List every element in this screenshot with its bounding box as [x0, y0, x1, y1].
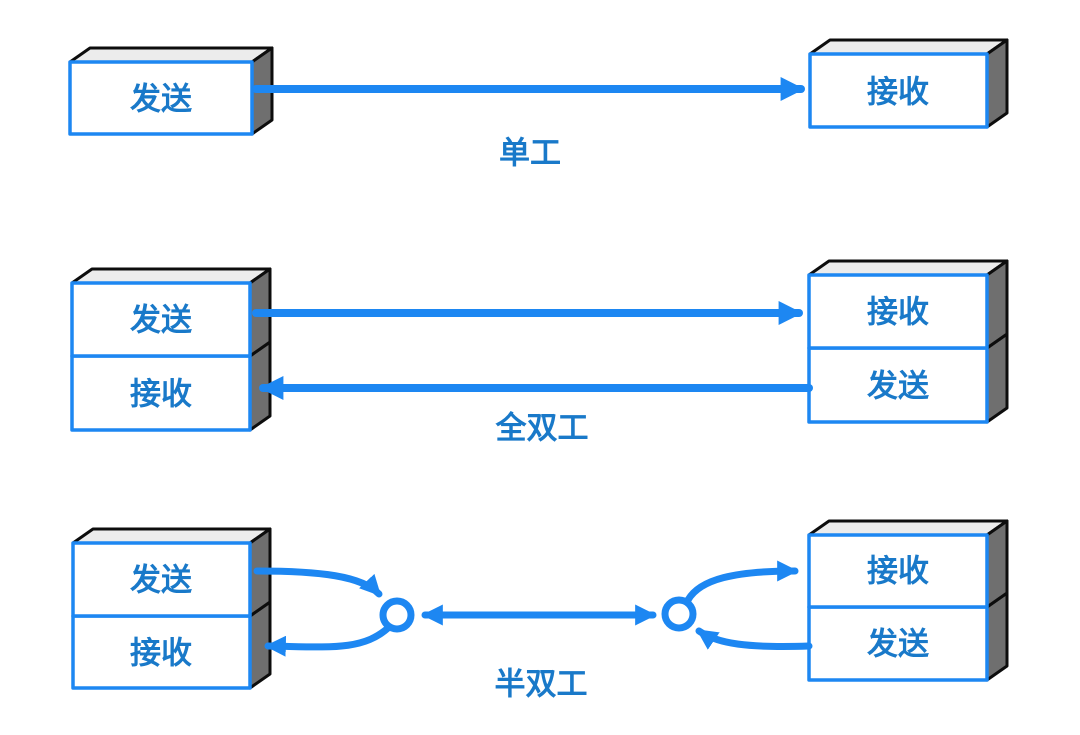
- box-top-face: [807, 259, 1009, 277]
- sender-label: 发送: [129, 563, 192, 598]
- receiver-label: 接收: [867, 554, 929, 589]
- half-duplex-left-stack: 发送 接收: [71, 527, 272, 690]
- receiver-label: 接收: [867, 75, 929, 110]
- box-front-face: [807, 346, 989, 424]
- box-side-face: [985, 519, 1009, 609]
- box-side-face: [985, 259, 1009, 350]
- sender-label: 发送: [866, 369, 929, 404]
- half-duplex-section: 发送 接收 接收 发送 半双工: [71, 519, 1009, 702]
- half-duplex-left-receive-curve: [264, 624, 392, 657]
- simplex-sender-box: 发送: [68, 46, 274, 136]
- box-front-face: [808, 52, 989, 129]
- box-front-face: [807, 533, 989, 609]
- simplex-caption: 单工: [499, 136, 561, 171]
- full-duplex-section: 发送 接收 接收 发送 全双工: [70, 259, 1009, 446]
- box-top-face: [807, 519, 1009, 537]
- left-junction-node: [379, 597, 415, 633]
- box-top-face: [808, 38, 1009, 56]
- box-top-face: [68, 46, 274, 64]
- sender-label: 发送: [866, 627, 929, 662]
- full-duplex-caption: 全双工: [495, 411, 589, 446]
- box-front-face: [70, 281, 252, 358]
- full-duplex-left-stack: 发送 接收: [70, 267, 272, 432]
- sender-label: 发送: [129, 82, 192, 117]
- full-duplex-right-stack: 接收 发送: [807, 259, 1009, 424]
- simplex-section: 发送 接收 单工: [68, 38, 1009, 171]
- box-top-face: [70, 267, 272, 285]
- box-front-face: [68, 60, 254, 136]
- box-front-face: [807, 273, 989, 350]
- receiver-label: 接收: [867, 295, 929, 330]
- simplex-receiver-box: 接收: [808, 38, 1009, 129]
- box-front-face: [71, 614, 252, 690]
- half-duplex-left-send-curve: [253, 567, 383, 598]
- box-top-face: [71, 527, 272, 545]
- box-side-face: [985, 38, 1009, 129]
- box-front-face: [71, 541, 252, 618]
- half-duplex-caption: 半双工: [495, 667, 588, 702]
- half-duplex-right-stack: 接收 发送: [807, 519, 1009, 682]
- half-duplex-right-send-curve: [695, 627, 813, 650]
- receiver-label: 接收: [130, 636, 192, 671]
- sender-label: 发送: [129, 303, 192, 338]
- right-junction-node: [661, 596, 697, 632]
- half-duplex-right-receive-curve: [684, 560, 799, 604]
- receiver-label: 接收: [130, 377, 192, 412]
